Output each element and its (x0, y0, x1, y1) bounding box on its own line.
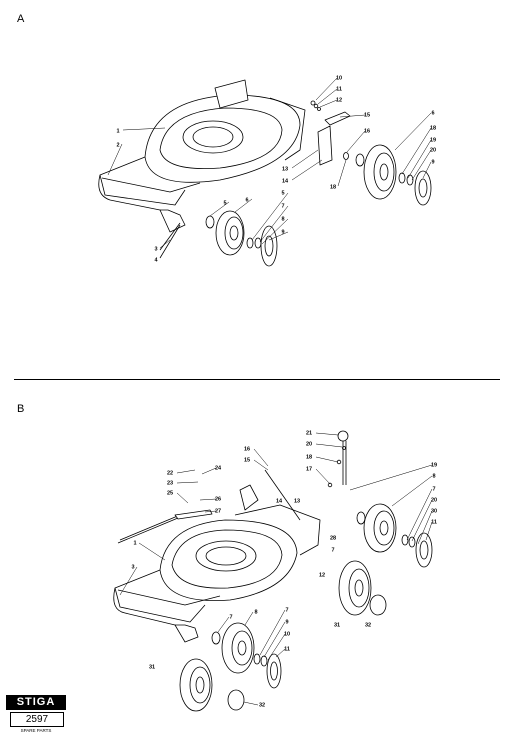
wheel-front-a (205, 210, 278, 267)
callout-number: 12 (336, 97, 342, 103)
callout-number: 7 (331, 547, 334, 553)
callout-number: 18 (330, 184, 336, 190)
callout-number: 8 (254, 609, 257, 615)
brand-block: STIGA 2597 SPARE PARTS (6, 695, 66, 741)
callout-number: 19 (431, 462, 437, 468)
callout-number: 3 (131, 564, 134, 570)
section-divider (14, 379, 500, 380)
callout-number: 31 (334, 622, 340, 628)
callout-number: 18 (430, 125, 436, 131)
callout-number: 10 (336, 75, 342, 81)
callout-number: 20 (431, 497, 437, 503)
callout-number: 1 (116, 128, 119, 134)
callout-number: 21 (306, 430, 312, 436)
wheel-rear-b (356, 503, 433, 568)
callout-number: 26 (215, 496, 221, 502)
callout-number: 16 (364, 128, 370, 134)
callout-number: 17 (306, 466, 312, 472)
callout-number: 6 (431, 110, 434, 116)
callout-number: 5 (281, 190, 284, 196)
callout-number: 14 (276, 498, 283, 504)
callout-number: 4 (154, 257, 158, 263)
wheel-rear-a (355, 144, 432, 206)
callout-number: 2 (116, 142, 119, 148)
callout-number: 22 (167, 470, 173, 476)
callout-number: 32 (259, 702, 265, 708)
callout-number: 28 (330, 535, 336, 541)
callout-number: 7 (432, 486, 435, 492)
callout-number: 15 (244, 457, 250, 463)
callout-number: 23 (167, 480, 173, 486)
callout-number: 13 (282, 166, 288, 172)
wheel-spare-b (338, 560, 387, 616)
callout-number: 11 (336, 86, 342, 92)
callout-number: 7 (285, 607, 288, 613)
callout-number: 8 (281, 216, 284, 222)
section-label-a: A (17, 13, 25, 25)
callout-number: 9 (431, 159, 434, 165)
wheel-spare-front-b (179, 658, 245, 712)
wheel-front-b (211, 622, 282, 689)
callout-number: 3 (154, 246, 157, 252)
callout-number: 6 (245, 197, 248, 203)
callout-number: 14 (282, 178, 289, 184)
callout-number: 15 (364, 112, 370, 118)
callout-number: 19 (430, 137, 436, 143)
callout-number: 13 (294, 498, 300, 504)
callout-number: 7 (281, 203, 284, 209)
callout-number: 8 (432, 473, 435, 479)
deck-b (113, 469, 321, 643)
handle-lever-b (327, 430, 349, 488)
callout-number: 30 (431, 508, 437, 514)
callout-number: 31 (149, 664, 155, 670)
deck-a (98, 79, 306, 259)
stiga-logo: STIGA (6, 695, 66, 710)
callout-number: 16 (244, 446, 250, 452)
callout-number: 9 (281, 229, 284, 235)
callout-number: 20 (430, 147, 436, 153)
callout-number: 27 (215, 508, 221, 514)
callout-number: 1 (133, 540, 136, 546)
callout-number: 12 (319, 572, 325, 578)
callout-number: 18 (306, 454, 312, 460)
model-number: 2597 (10, 712, 64, 727)
callout-number: 25 (167, 490, 173, 496)
height-adjuster-a (310, 100, 351, 166)
section-label-b: B (17, 403, 25, 415)
callout-number: 10 (284, 631, 290, 637)
callout-number: 9 (285, 619, 288, 625)
callout-number: 24 (215, 465, 222, 471)
callout-number: 5 (223, 200, 226, 206)
callout-number: 32 (365, 622, 371, 628)
callout-number: 7 (229, 614, 232, 620)
spare-parts-caption: SPARE PARTS (20, 728, 52, 733)
callout-number: 11 (431, 519, 437, 525)
callout-number: 20 (306, 441, 312, 447)
callout-number: 11 (284, 646, 290, 652)
